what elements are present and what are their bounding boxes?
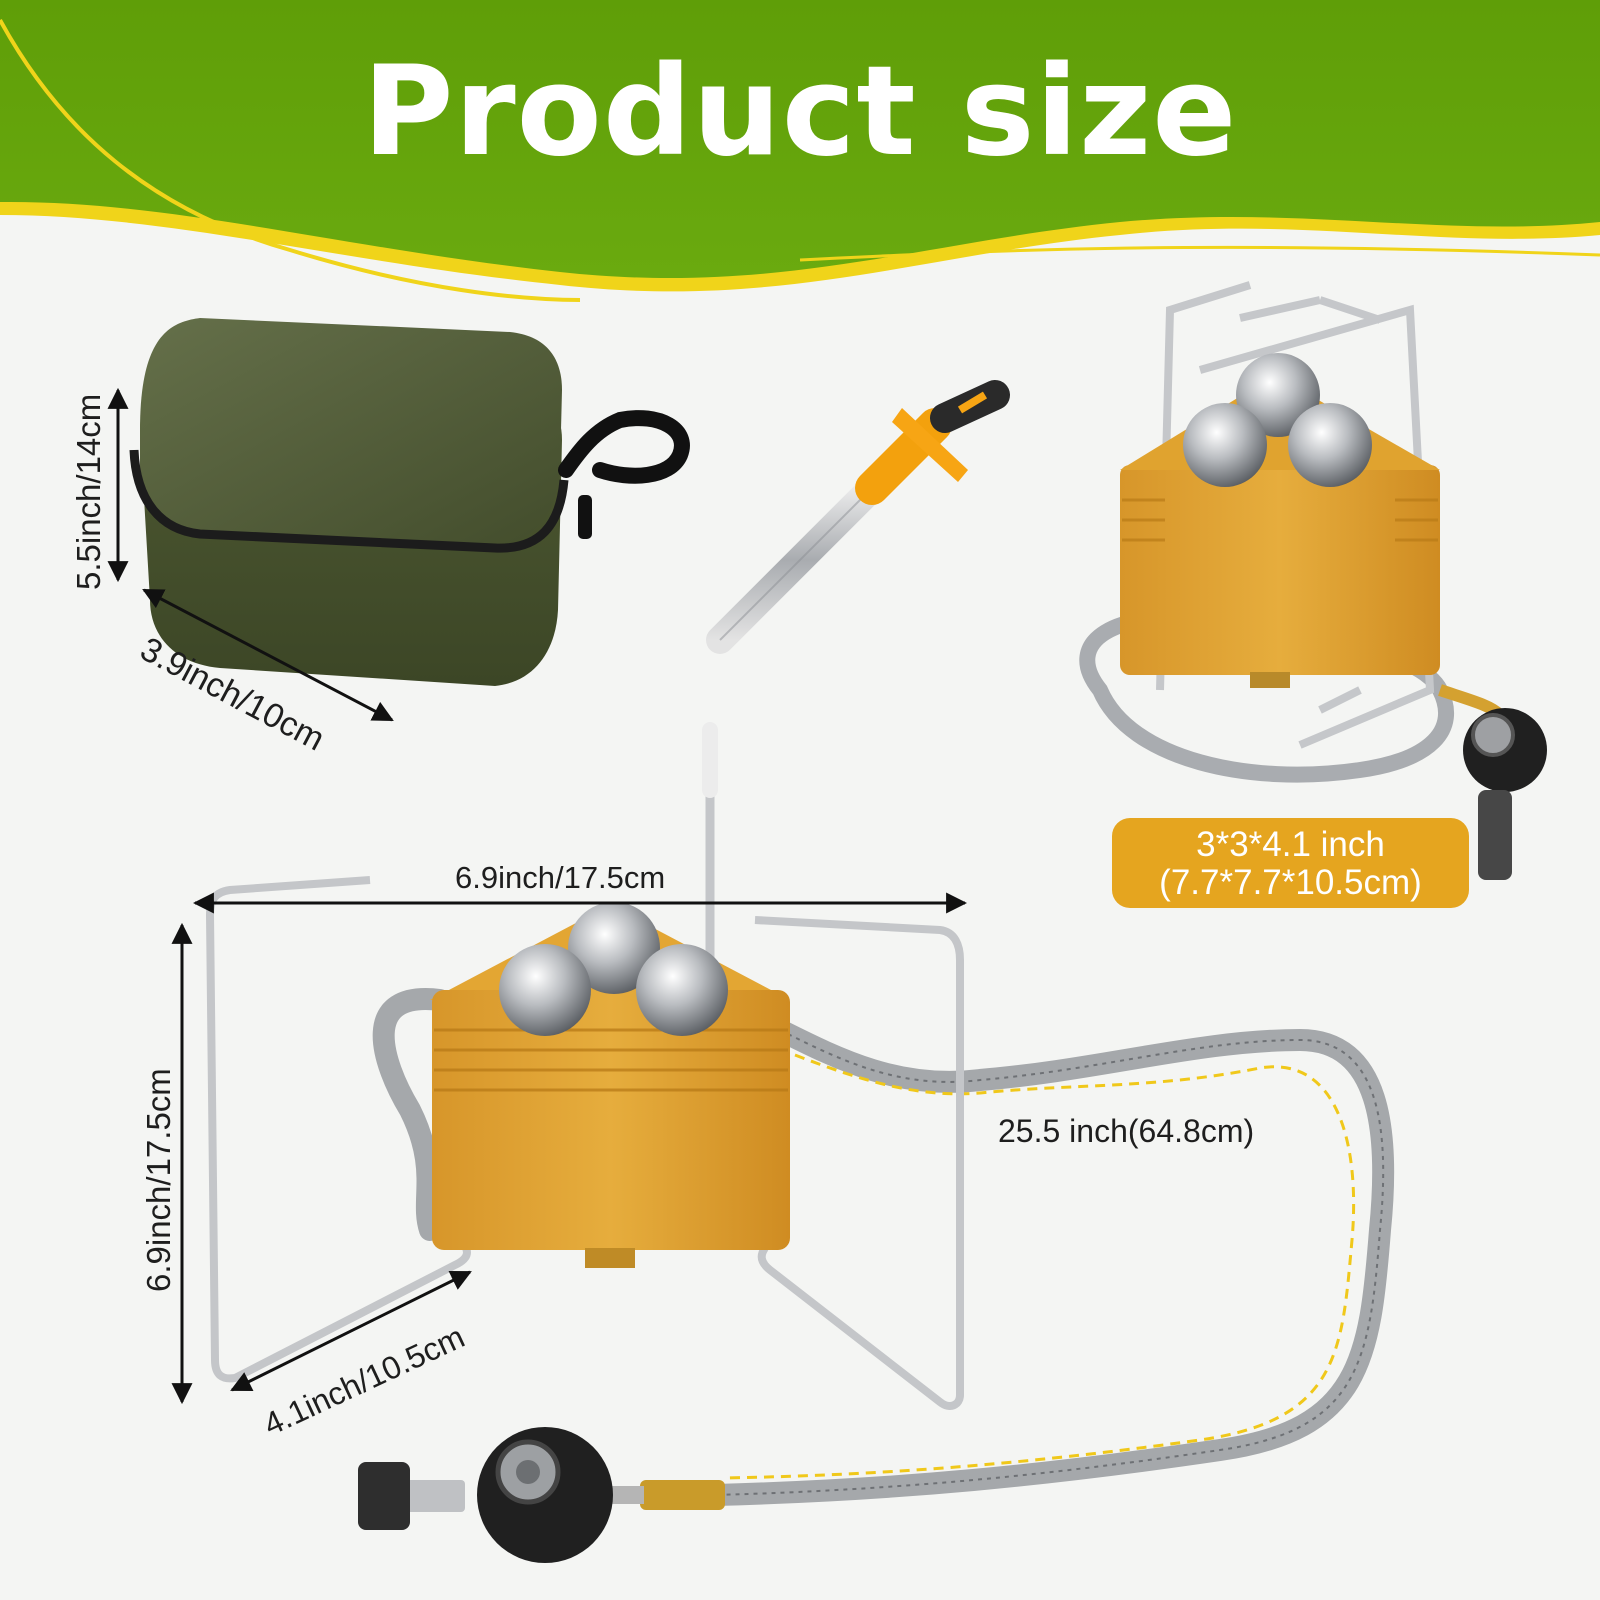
stove-width-label: 6.9inch/17.5cm xyxy=(455,860,666,895)
header-banner xyxy=(0,0,1600,302)
case-height-label: 5.5inch/14cm xyxy=(70,393,107,590)
stove-large-icon xyxy=(205,722,1395,1563)
stove-size-inch: 3*3*4.1 inch xyxy=(1196,825,1385,864)
igniter-icon xyxy=(706,380,1010,654)
hose-length-label: 25.5 inch(64.8cm) xyxy=(998,1113,1255,1149)
stove-size-badge: 3*3*4.1 inch (7.7*7.7*10.5cm) xyxy=(1112,818,1469,908)
stove-height-label: 6.9inch/17.5cm xyxy=(140,1068,177,1292)
page-title: Product size xyxy=(362,40,1238,184)
stove-size-cm: (7.7*7.7*10.5cm) xyxy=(1159,863,1422,902)
storage-case-icon xyxy=(129,318,690,686)
stove-icon xyxy=(1079,281,1547,880)
